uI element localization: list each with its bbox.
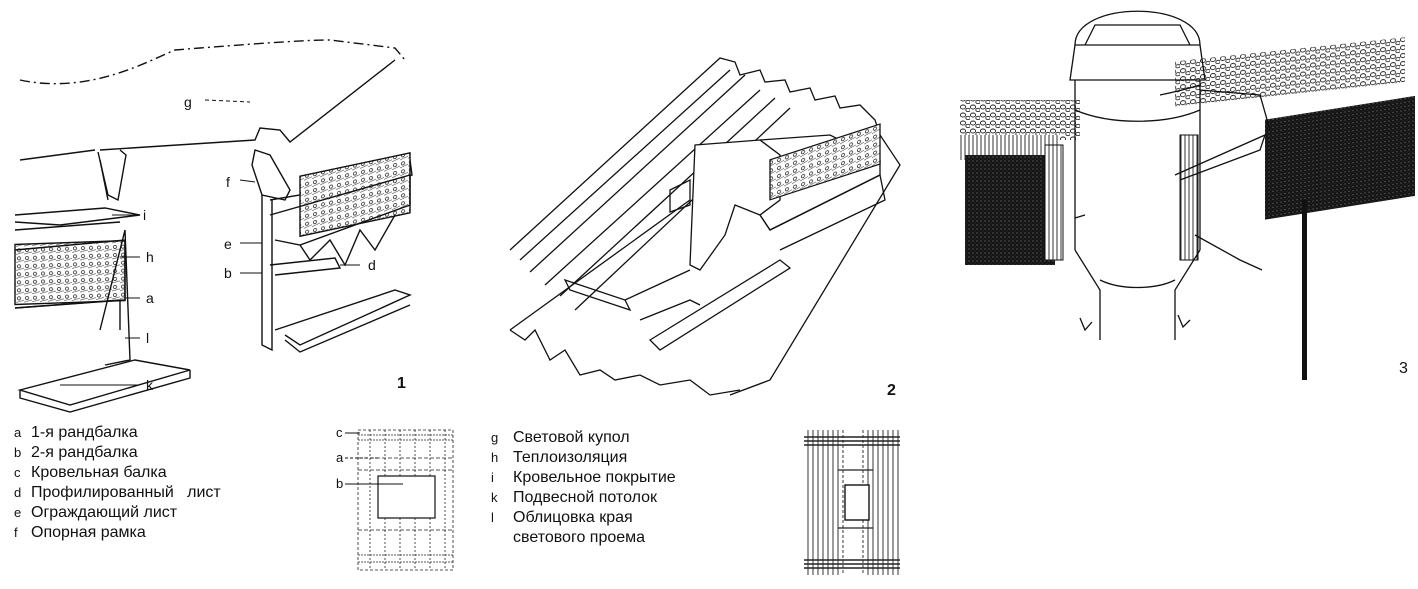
drawing-3-ventilation-shaft bbox=[960, 10, 1415, 380]
legend-key: d bbox=[14, 485, 22, 500]
legend-item: g Световой купол bbox=[491, 428, 676, 448]
legend-key: a bbox=[14, 425, 22, 440]
legend-key: h bbox=[491, 450, 499, 465]
legend-text: Световой купол bbox=[513, 429, 630, 446]
legend-text: Профилированный лист bbox=[31, 484, 221, 501]
callout-d: d bbox=[368, 257, 376, 273]
legend-text: Опорная рамка bbox=[31, 524, 146, 541]
legend-text: Кровельное покрытие bbox=[513, 469, 676, 486]
figure-number-2: 2 bbox=[887, 382, 896, 399]
callout-e: e bbox=[224, 236, 232, 252]
legend-key: c bbox=[14, 465, 21, 480]
plan-callout-b: b bbox=[336, 476, 344, 491]
callout-k: k bbox=[146, 377, 153, 393]
legend-item: i Кровельное покрытие bbox=[491, 468, 676, 488]
plan-1-framing bbox=[345, 429, 454, 571]
plan-callout-a: a bbox=[336, 450, 344, 465]
plan-2-roof-grid bbox=[804, 430, 900, 575]
legend-key: g bbox=[491, 430, 499, 445]
legend-right: g Световой купол h Теплоизоляция i Кровельн… bbox=[491, 428, 676, 548]
legend-left: a 1-я рандбалка b 2-я рандбалка c Кровельна… bbox=[14, 423, 221, 543]
legend-item: k Подвесной потолок bbox=[491, 488, 676, 508]
callout-l: l bbox=[146, 330, 150, 346]
legend-text: Кровельная балка bbox=[31, 464, 167, 481]
legend-item: e Ограждающий лист bbox=[14, 503, 221, 523]
callout-a: a bbox=[146, 290, 154, 306]
legend-item: c Кровельная балка bbox=[14, 463, 221, 483]
legend-key: e bbox=[14, 505, 22, 520]
legend-key: b bbox=[14, 445, 22, 460]
figure-number-3: 3 bbox=[1399, 360, 1408, 377]
callout-b: b bbox=[224, 265, 232, 281]
legend-item: l Облицовка края bbox=[491, 508, 676, 528]
legend-item: b 2-я рандбалка bbox=[14, 443, 221, 463]
legend-text: светового проема bbox=[513, 529, 646, 546]
callout-f: f bbox=[226, 174, 230, 190]
legend-key: f bbox=[14, 525, 18, 540]
legend-text: Подвесной потолок bbox=[513, 489, 658, 506]
legend-item: f Опорная рамка bbox=[14, 523, 221, 543]
legend-text: 1-я рандбалка bbox=[31, 424, 138, 441]
legend-text: Ограждающий лист bbox=[31, 504, 178, 521]
legend-text: Облицовка края bbox=[513, 509, 633, 526]
legend-item: h Теплоизоляция bbox=[491, 448, 676, 468]
legend-key: k bbox=[491, 490, 498, 505]
figure-number-1: 1 bbox=[397, 375, 406, 392]
callout-i: i bbox=[143, 207, 147, 223]
legend-item: d Профилированный лист bbox=[14, 483, 221, 503]
legend-key: i bbox=[491, 470, 494, 485]
legend-item: a 1-я рандбалка bbox=[14, 423, 221, 443]
legend-key: l bbox=[491, 510, 494, 525]
legend-text: 2-я рандбалка bbox=[31, 444, 138, 461]
plan-callout-c: c bbox=[336, 425, 343, 440]
callout-h: h bbox=[146, 249, 154, 265]
legend-text: Теплоизоляция bbox=[513, 449, 628, 466]
callout-g: g bbox=[184, 94, 192, 110]
legend-item: светового проема bbox=[491, 528, 676, 548]
drawing-2-corrugated-opening bbox=[509, 57, 901, 396]
